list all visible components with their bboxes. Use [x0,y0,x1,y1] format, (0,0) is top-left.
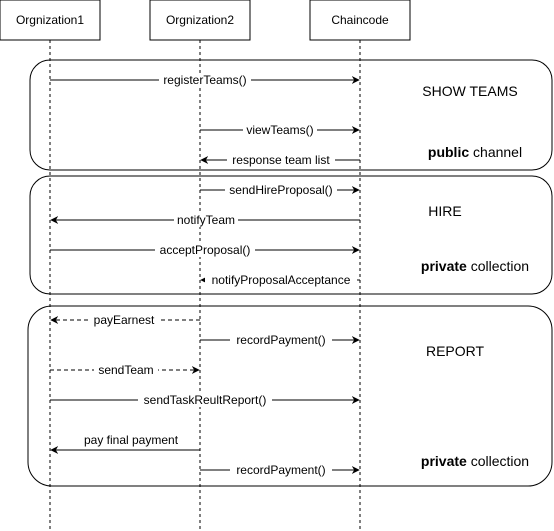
participant-chaincode[interactable]: Chaincode [309,0,411,41]
participant-organization1[interactable]: Orgnization1 [0,0,101,41]
message-label: notifyTeam [177,213,235,227]
group-footer: public channel [428,144,522,160]
group-footer-rest: channel [469,144,522,160]
participant-organization2[interactable]: Orgnization2 [149,0,251,41]
message-label: sendTeam [98,363,153,377]
message-label: response team list [232,153,330,167]
group-footer-bold: private [421,453,467,469]
group-title: HIRE [428,203,461,219]
group-footer-rest: collection [467,453,529,469]
group-footer-rest: collection [467,258,529,274]
group-footer-bold: public [428,144,469,160]
message-accept-proposal[interactable]: acceptProposal() [50,243,360,257]
message-send-team[interactable]: sendTeam [50,363,200,377]
message-label: recordPayment() [236,333,325,347]
message-register-teams[interactable]: registerTeams() [50,73,360,87]
message-label: registerTeams() [163,73,246,87]
message-label: acceptProposal() [160,243,251,257]
message-send-task-result-report[interactable]: sendTaskReultReport() [50,393,360,407]
message-label: viewTeams() [246,123,313,137]
group-footer: private collection [421,258,529,274]
group-title: REPORT [426,343,485,359]
message-label: pay final payment [84,433,179,447]
message-response-team-list[interactable]: response team list [200,153,360,167]
participant-label: Orgnization1 [16,13,84,27]
message-record-payment-2[interactable]: recordPayment() [200,463,360,477]
message-notify-team[interactable]: notifyTeam [50,213,360,227]
group-show-teams[interactable]: SHOW TEAMS public channel [29,59,553,171]
message-label: sendHireProposal() [229,183,332,197]
message-label: recordPayment() [236,463,325,477]
message-view-teams[interactable]: viewTeams() [200,123,360,137]
group-report[interactable]: REPORT private collection [27,305,553,487]
message-label: sendTaskReultReport() [144,393,267,407]
group-title: SHOW TEAMS [422,83,517,99]
message-label: notifyProposalAcceptance [212,273,351,287]
message-notify-proposal-acceptance[interactable]: notifyProposalAcceptance [200,273,360,287]
group-footer: private collection [421,453,529,469]
message-pay-final-payment[interactable]: pay final payment [50,433,200,454]
message-send-hire-proposal[interactable]: sendHireProposal() [200,183,360,197]
message-label: payEarnest [94,313,155,327]
participant-label: Orgnization2 [166,13,234,27]
message-pay-earnest[interactable]: payEarnest [50,313,200,327]
participant-label: Chaincode [331,13,389,27]
message-record-payment-1[interactable]: recordPayment() [200,333,360,347]
group-footer-bold: private [421,258,467,274]
group-hire[interactable]: HIRE private collection [29,175,553,295]
